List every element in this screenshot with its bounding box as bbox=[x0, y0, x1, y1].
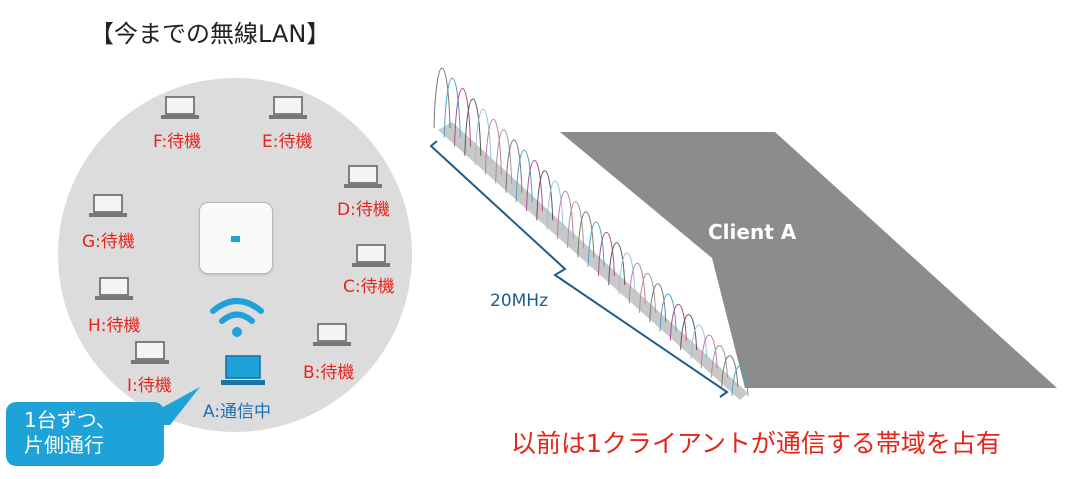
subcarrier-wave bbox=[536, 170, 554, 221]
subcarrier-wave bbox=[567, 201, 585, 249]
laptop-icon bbox=[89, 194, 127, 217]
subcarrier-wave bbox=[700, 334, 718, 369]
client-label-b: B:待機 bbox=[303, 363, 355, 383]
subcarrier-wave bbox=[608, 242, 626, 286]
subcarrier-wave bbox=[680, 314, 698, 350]
laptop-icon bbox=[352, 244, 390, 267]
subcarrier-wave bbox=[474, 108, 492, 165]
client-label-i: I:待機 bbox=[127, 376, 172, 396]
bandwidth-bracket bbox=[429, 140, 729, 398]
subcarrier-wave bbox=[433, 67, 451, 129]
subcarrier-wave bbox=[577, 211, 595, 258]
bubble-line-1: 1台ずつ、 bbox=[24, 408, 116, 432]
subcarrier-waves bbox=[433, 67, 749, 397]
client-label-h: H:待機 bbox=[88, 316, 141, 336]
subcarrier-wave bbox=[628, 263, 646, 304]
subcarrier-wave bbox=[464, 98, 482, 156]
subcarrier-wave bbox=[515, 150, 533, 202]
page-title: 【今までの無線LAN】 bbox=[90, 20, 331, 48]
client-label-g: G:待機 bbox=[82, 232, 135, 252]
subcarrier-wave bbox=[454, 88, 472, 147]
client-label-f: F:待機 bbox=[153, 132, 202, 152]
laptop-icon bbox=[131, 341, 169, 364]
subcarrier-wave bbox=[710, 344, 728, 378]
subcarrier-wave bbox=[721, 355, 739, 387]
laptop-icon bbox=[313, 323, 351, 346]
client-a-label: Client A bbox=[708, 220, 797, 244]
subcarrier-wave bbox=[484, 119, 502, 175]
speech-bubble: 1台ずつ、 片側通行 bbox=[6, 402, 164, 466]
subcarrier-wave bbox=[525, 160, 543, 212]
caption: 以前は1クライアントが通信する帯域を占有 bbox=[511, 429, 1001, 458]
subcarrier-wave bbox=[546, 180, 564, 230]
bandwidth-label: 20MHz bbox=[490, 291, 549, 311]
laptop-icon bbox=[269, 96, 307, 119]
bubble-line-2: 片側通行 bbox=[24, 433, 104, 457]
subcarrier-wave bbox=[659, 293, 677, 332]
subcarrier-wave bbox=[690, 324, 708, 360]
subcarrier-wave bbox=[669, 304, 687, 341]
subcarrier-wave bbox=[649, 283, 667, 323]
active-laptop-icon bbox=[221, 355, 265, 385]
subcarrier-wave bbox=[443, 77, 461, 138]
subcarrier-wave bbox=[597, 231, 615, 276]
client-label-d: D:待機 bbox=[337, 200, 390, 220]
client-a-block bbox=[560, 132, 1057, 388]
subcarrier-wave bbox=[587, 221, 605, 267]
client-label-e: E:待機 bbox=[262, 132, 313, 152]
subcarrier-wave bbox=[495, 129, 513, 184]
subcarrier-wave bbox=[505, 139, 523, 193]
active-client-label: A:通信中 bbox=[203, 402, 272, 422]
status-led-icon bbox=[231, 236, 240, 242]
wifi-icon bbox=[210, 298, 264, 337]
subcarrier-wave bbox=[639, 273, 657, 313]
laptop-icon bbox=[344, 165, 382, 188]
access-point-icon bbox=[199, 202, 273, 274]
client-label-c: C:待機 bbox=[343, 277, 395, 297]
laptop-icon bbox=[161, 96, 199, 119]
subcarrier-wave bbox=[556, 190, 574, 239]
laptop-icon bbox=[95, 277, 133, 300]
subcarrier-wave bbox=[618, 252, 636, 295]
subcarrier-wave bbox=[731, 365, 749, 397]
